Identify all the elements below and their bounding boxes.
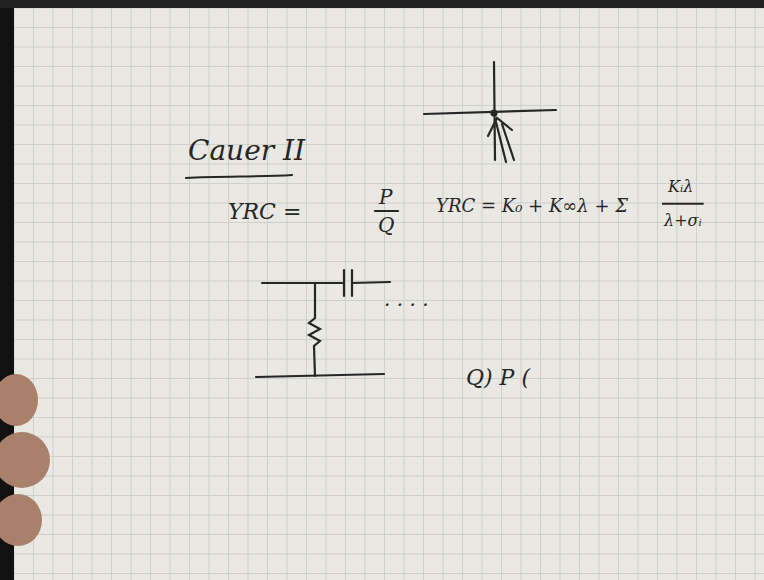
- grid-line: [228, 0, 229, 580]
- grid-line: [131, 0, 132, 580]
- grid-line: [345, 0, 346, 580]
- grid-line: [0, 300, 764, 301]
- heading: Cauer II: [188, 136, 305, 167]
- grid-line: [0, 27, 764, 28]
- denominator: λ+σᵢ: [664, 212, 702, 230]
- grid-line: [0, 359, 764, 360]
- denominator: Q: [378, 214, 394, 236]
- grid-line: [0, 476, 764, 477]
- grid-line: [306, 0, 307, 580]
- grid-line: [462, 0, 463, 580]
- grid-line: [501, 0, 502, 580]
- grid-line: [0, 144, 764, 145]
- grid-line: [482, 0, 483, 580]
- grid-line: [0, 554, 764, 555]
- grid-line: [92, 0, 93, 580]
- grid-line: [0, 515, 764, 516]
- grid-line: [0, 47, 764, 48]
- origin-dot: [492, 111, 497, 116]
- numerator: Kᵢλ: [668, 178, 693, 196]
- grid-line: [696, 0, 697, 580]
- ellipsis: · · · ·: [384, 294, 429, 316]
- fraction-bar: [375, 210, 398, 212]
- grid-line: [618, 0, 619, 580]
- grid-line: [53, 0, 54, 580]
- capacitor-symbol: [343, 270, 345, 296]
- grid-line: [72, 0, 73, 580]
- grid-line: [735, 0, 736, 580]
- grid-line: [0, 417, 764, 418]
- grid-line: [0, 125, 764, 126]
- equation: YRC =: [228, 200, 301, 224]
- grid-line: [404, 0, 405, 580]
- dark-border: [0, 0, 14, 580]
- grid-line: [0, 261, 764, 262]
- grid-line: [540, 0, 541, 580]
- grid-line: [423, 0, 424, 580]
- grid-line: [0, 534, 764, 535]
- grid-line: [638, 0, 639, 580]
- grid-line: [0, 378, 764, 379]
- wire: [352, 282, 390, 283]
- grid-line: [755, 0, 756, 580]
- grid-line: [0, 339, 764, 340]
- grid-line: [0, 320, 764, 321]
- grid-line: [716, 0, 717, 580]
- resistor-symbol: [309, 283, 320, 376]
- numerator: P: [379, 186, 392, 208]
- wire: [262, 282, 344, 284]
- grid-line: [287, 0, 288, 580]
- grid-line: [189, 0, 190, 580]
- dark-border: [0, 0, 764, 8]
- grid-line: [443, 0, 444, 580]
- pointer-arrow: [488, 118, 514, 162]
- grid-line: [384, 0, 385, 580]
- grid-line: [0, 242, 764, 243]
- grid-line: [0, 86, 764, 87]
- grid-line: [150, 0, 151, 580]
- grid-line: [0, 437, 764, 438]
- grid-line: [657, 0, 658, 580]
- division-note: Q) P (: [466, 366, 530, 390]
- grid-line: [267, 0, 268, 580]
- grid-line: [0, 66, 764, 67]
- grid-line: [0, 105, 764, 106]
- wire: [256, 374, 384, 377]
- fraction-bar: [662, 203, 704, 205]
- equation: YRC = K₀ + K∞λ + Σ: [436, 196, 628, 216]
- grid-line: [365, 0, 366, 580]
- grid-line: [111, 0, 112, 580]
- axis: [424, 110, 556, 114]
- grid-line: [0, 456, 764, 457]
- grid-line: [0, 495, 764, 496]
- grid-line: [170, 0, 171, 580]
- grid-line: [248, 0, 249, 580]
- title-underline: [186, 175, 292, 178]
- grid-line: [326, 0, 327, 580]
- grid-line: [579, 0, 580, 580]
- grid-line: [33, 0, 34, 580]
- grid-line: [0, 164, 764, 165]
- grid-line: [0, 183, 764, 184]
- grid-line: [0, 573, 764, 574]
- grid-line: [521, 0, 522, 580]
- fingers: [0, 374, 50, 546]
- grid-line: [560, 0, 561, 580]
- grid-line: [0, 398, 764, 399]
- grid-line: [677, 0, 678, 580]
- grid-line: [599, 0, 600, 580]
- grid-line: [209, 0, 210, 580]
